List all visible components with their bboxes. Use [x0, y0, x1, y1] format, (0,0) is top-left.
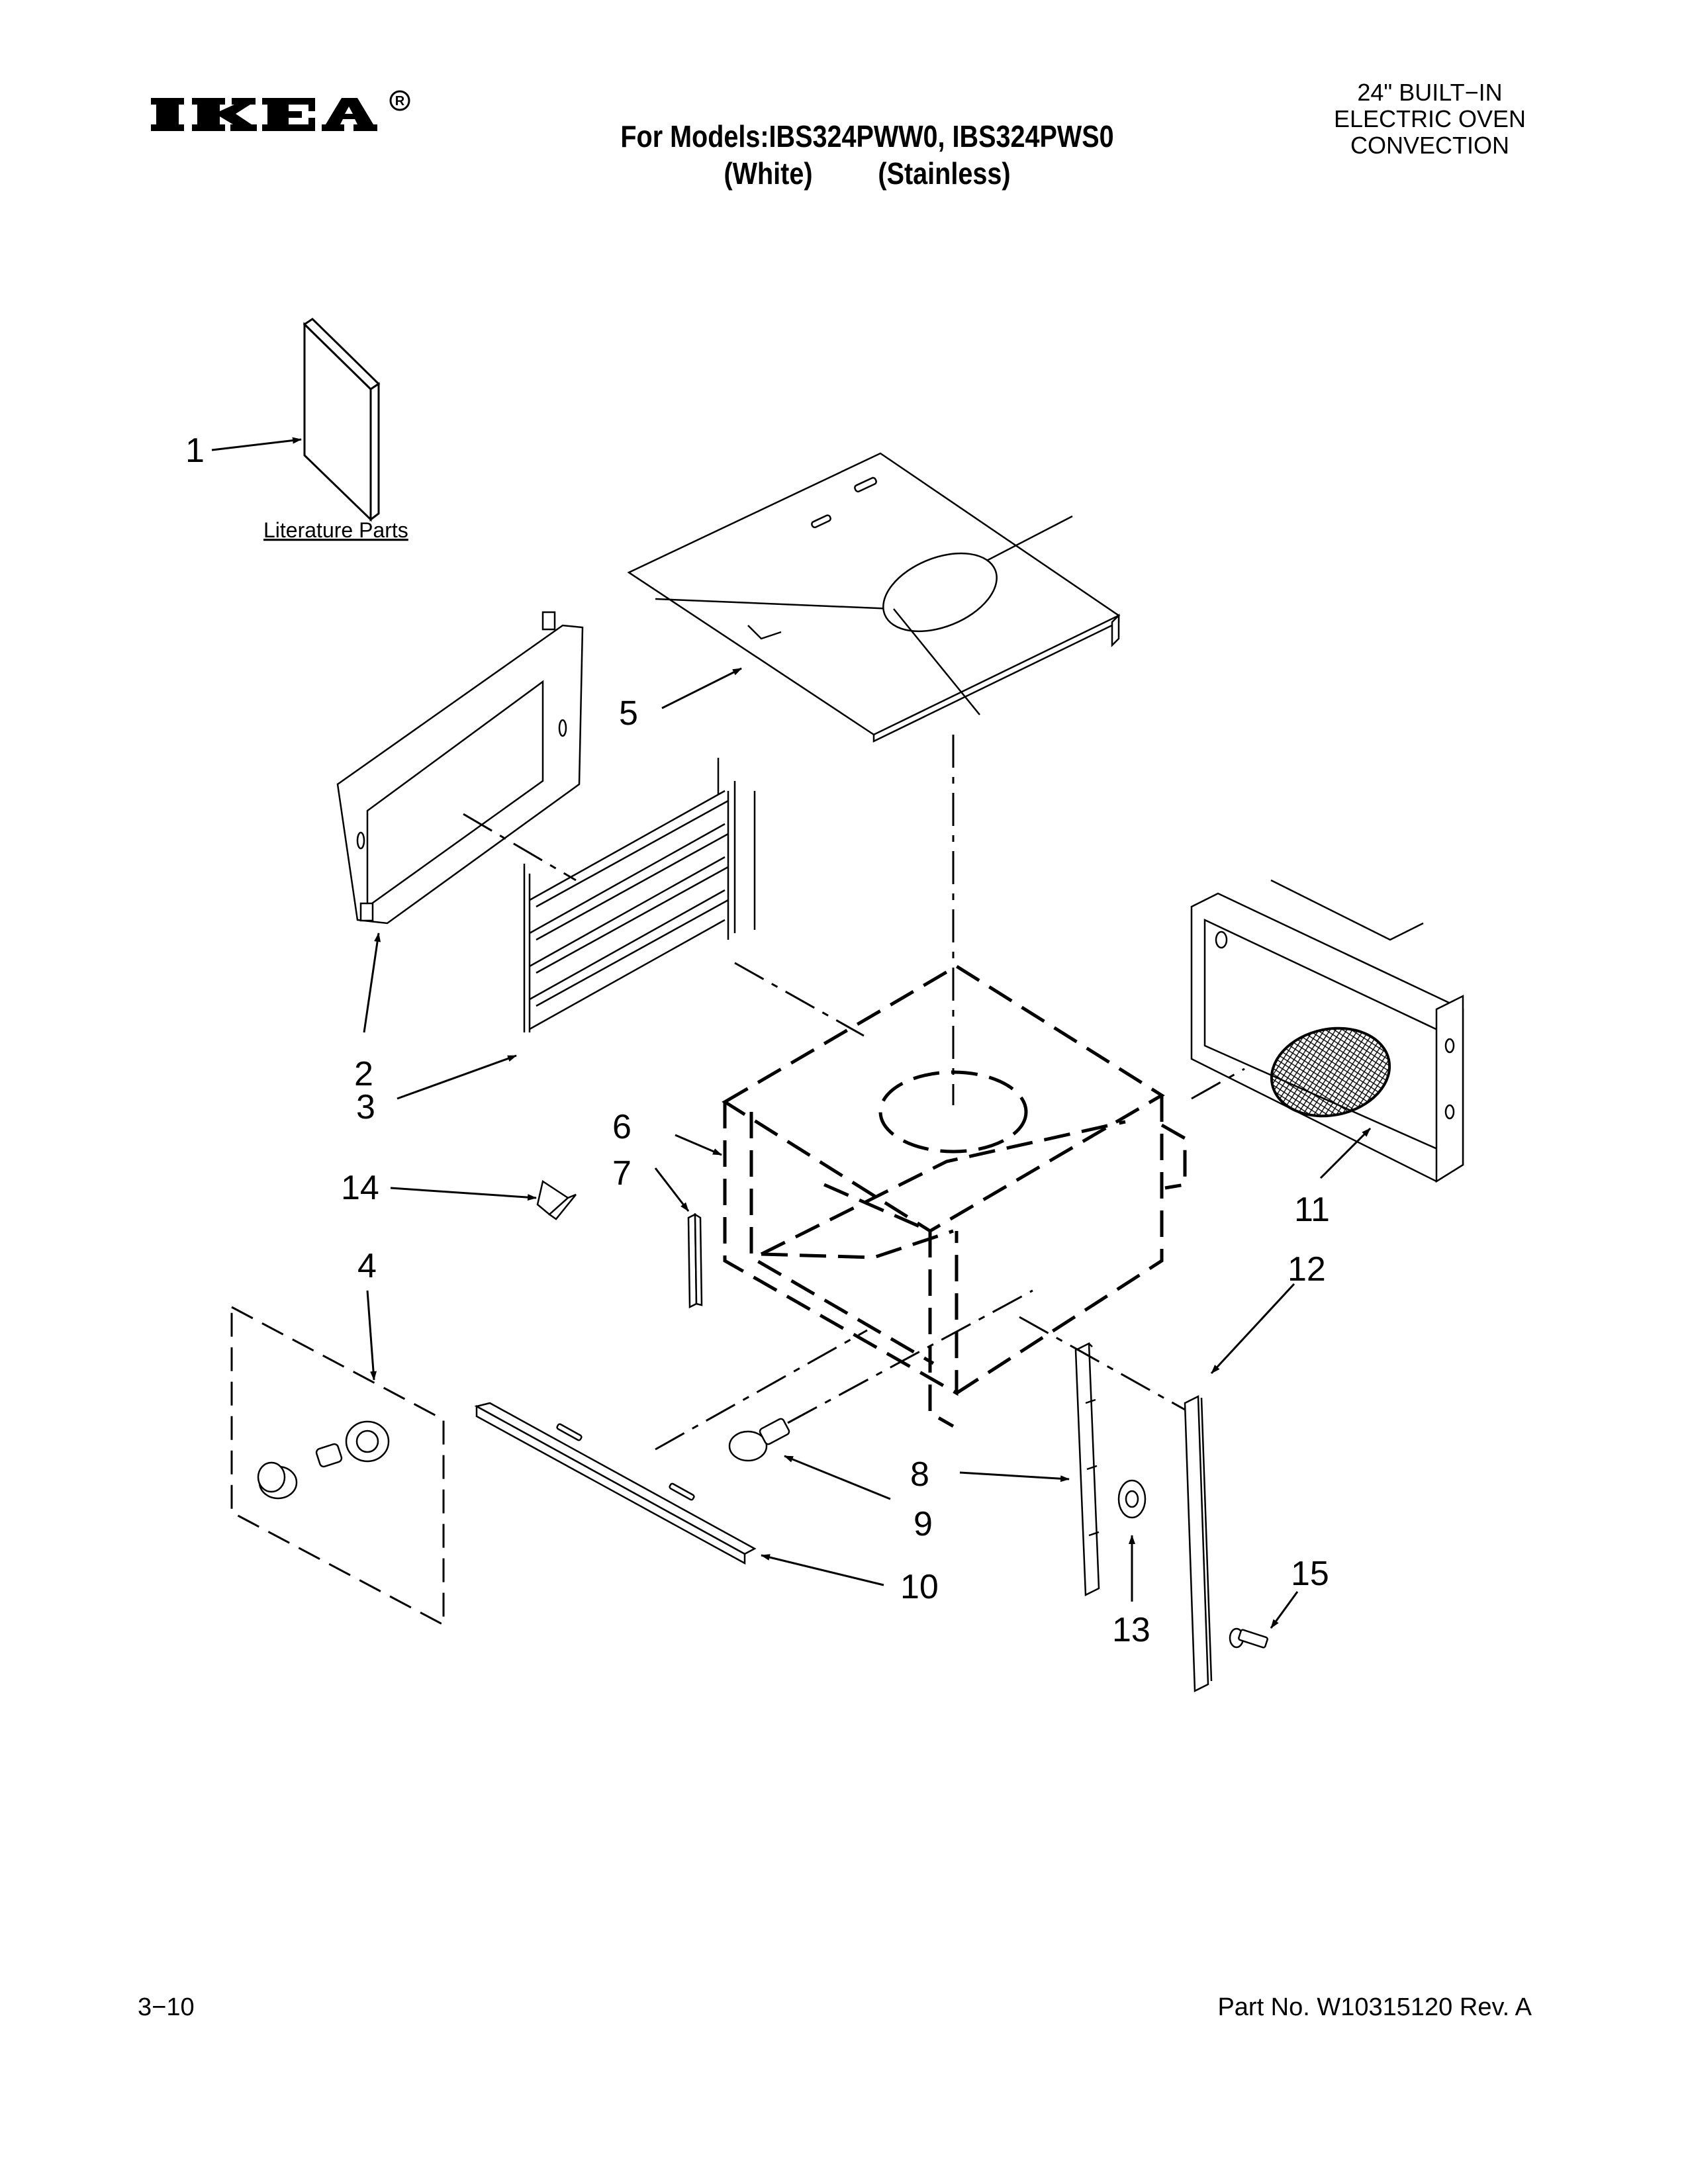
callout-3: 3	[356, 1088, 375, 1126]
callout-15: 15	[1291, 1555, 1329, 1593]
assembly-guide-lines	[463, 735, 1245, 1451]
part-8-side-trim	[1074, 1342, 1100, 1596]
part-3-rack-supports	[523, 758, 756, 1032]
models-line: For Models:IBS324PWW0, IBS324PWS0	[620, 119, 1114, 154]
part-11-fan-cover	[1190, 879, 1464, 1183]
part-2-frame	[336, 611, 584, 925]
ikea-logo: R	[151, 90, 410, 131]
callout-12: 12	[1288, 1250, 1326, 1289]
part-6-oven-cavity	[722, 964, 1187, 1428]
part-12-side-trim	[1184, 1395, 1213, 1692]
part-9-latch	[728, 1418, 790, 1462]
product-line-3: CONVECTION	[1350, 132, 1509, 159]
svg-text:R: R	[395, 94, 405, 109]
part-5-top-panel	[627, 452, 1121, 743]
part-10-trim-strip	[474, 1402, 757, 1565]
product-line-2: ELECTRIC OVEN	[1333, 105, 1526, 132]
product-line-1: 24" BUILT−IN	[1357, 79, 1503, 106]
callout-11: 11	[1294, 1191, 1330, 1229]
variants-line: (White) (Stainless)	[724, 156, 1011, 191]
part-4-knob-kit	[230, 1305, 445, 1627]
part-13-grommet	[1117, 1479, 1147, 1519]
part-15-screw	[1229, 1627, 1268, 1649]
part-7-bracket	[687, 1212, 703, 1309]
callout-7: 7	[612, 1154, 632, 1193]
product-type: 24" BUILT−IN ELECTRIC OVEN CONVECTION	[1291, 79, 1569, 159]
page-number: 3−10	[138, 1993, 195, 2021]
callout-arrows	[211, 437, 1372, 1629]
callout-4: 4	[357, 1247, 377, 1285]
callout-1: 1	[185, 432, 205, 470]
callout-14: 14	[341, 1169, 379, 1207]
part-number: Part No. W10315120 Rev. A	[1217, 1993, 1532, 2021]
callout-6: 6	[612, 1108, 632, 1146]
models-heading: For Models:IBS324PWW0, IBS324PWS0 (White…	[554, 118, 1180, 192]
callout-5: 5	[619, 694, 638, 733]
part-1-literature-booklet	[303, 318, 381, 522]
literature-parts-label: Literature Parts	[263, 518, 408, 542]
callout-2: 2	[354, 1055, 373, 1093]
callout-13: 13	[1112, 1611, 1150, 1649]
part-14-clip	[536, 1179, 577, 1220]
callout-10: 10	[900, 1568, 939, 1606]
callout-9: 9	[914, 1505, 933, 1543]
callout-8: 8	[910, 1455, 929, 1494]
